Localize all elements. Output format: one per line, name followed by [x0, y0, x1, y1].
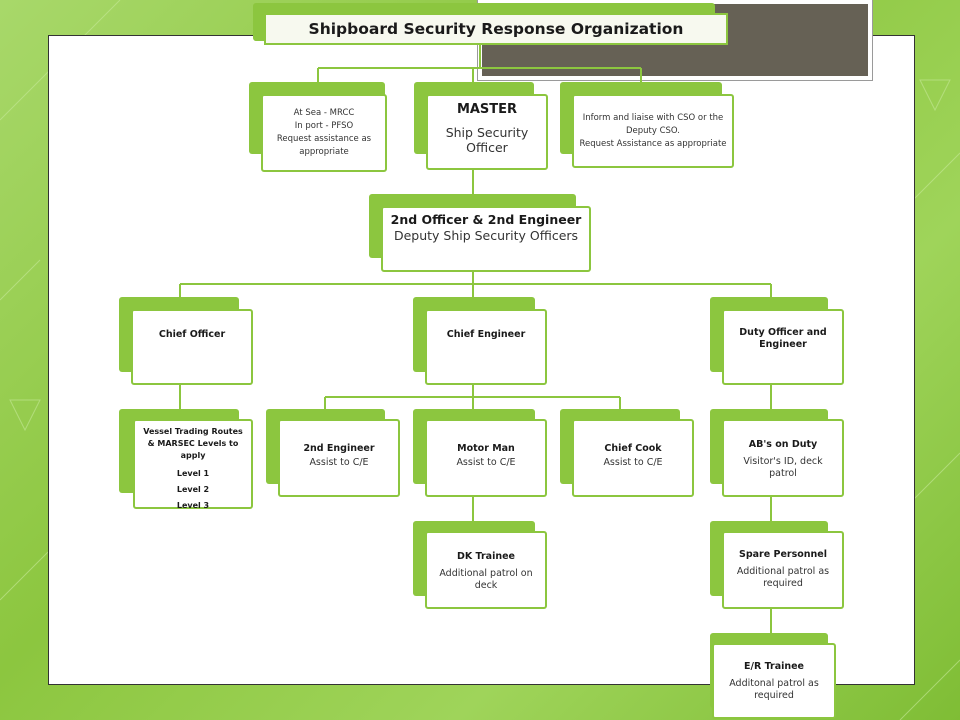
node-subtitle: Assist to C/E	[456, 457, 516, 468]
node-title: 2nd Officer & 2nd Engineer	[390, 212, 582, 227]
node-subtitle: Ship Security Officer	[445, 125, 529, 155]
marsec-level: Level 1	[176, 469, 210, 478]
node-title: Spare Personnel	[739, 549, 827, 560]
node-subtitle: Visitor's ID, deck patrol	[743, 456, 823, 479]
node-line: Request Assistance as appropriate	[579, 138, 727, 149]
node-title: Duty Officer and Engineer	[739, 327, 827, 350]
node-title: Chief Officer	[158, 329, 226, 340]
node-line: Request assistance as appropriate	[276, 134, 372, 157]
node-line: In port - PFSO	[294, 121, 354, 131]
node-title: DK Trainee	[457, 551, 515, 562]
node-title: Chief Cook	[604, 443, 662, 454]
node-subtitle: Additonal patrol as required	[729, 678, 819, 701]
node-title: Chief Engineer	[446, 329, 526, 340]
node-title: 2nd Engineer	[303, 443, 375, 454]
node-subtitle: Assist to C/E	[603, 457, 663, 468]
node-title: MASTER	[456, 102, 518, 117]
node-title: E/R Trainee	[743, 661, 805, 672]
chart-title: Shipboard Security Response Organization	[264, 13, 728, 45]
node-title: AB's on Duty	[748, 439, 818, 450]
node-subtitle: Additional patrol on deck	[439, 568, 533, 591]
marsec-level: Level 2	[176, 485, 210, 494]
node-subtitle: Deputy Ship Security Officers	[393, 228, 579, 243]
node-line: Inform and liaise with CSO or the Deputy…	[582, 112, 724, 136]
node-title: Motor Man	[457, 443, 515, 454]
marsec-level: Level 3	[176, 501, 210, 510]
node-line: At Sea - MRCC	[293, 108, 355, 118]
node-subtitle: Assist to C/E	[309, 457, 369, 468]
node-subtitle: Additional patrol as required	[736, 566, 830, 589]
node-title: Vessel Trading Routes & MARSEC Levels to…	[143, 427, 243, 460]
